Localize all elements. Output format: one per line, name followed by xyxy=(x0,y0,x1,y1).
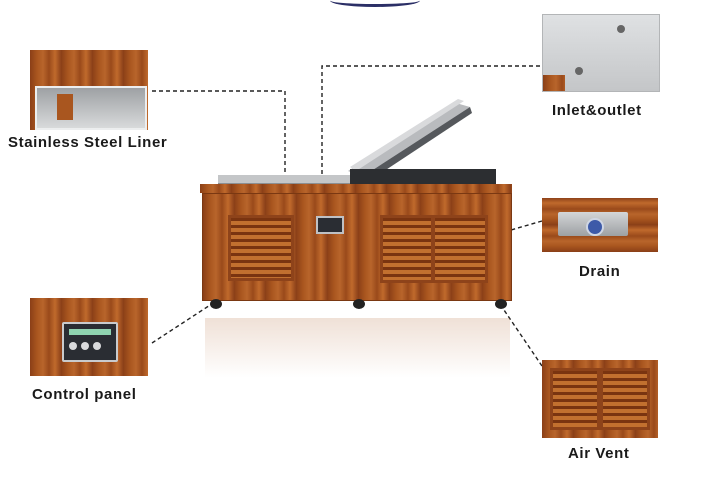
cold-plunge-tub xyxy=(200,95,515,315)
liner-wood-insert xyxy=(57,94,73,120)
panel-button xyxy=(69,342,77,350)
air-vent-photo xyxy=(542,360,658,438)
leader-liner xyxy=(152,90,286,183)
tub-wheel xyxy=(353,299,365,309)
inlet-outlet-photo xyxy=(542,14,660,92)
tub-vent-right-1 xyxy=(380,215,434,283)
top-decoration-arc xyxy=(330,0,420,7)
tub-lid xyxy=(218,99,496,186)
label-air-vent: Air Vent xyxy=(568,445,630,462)
leader-inlet xyxy=(321,65,540,183)
panel-display xyxy=(69,329,111,335)
tub-control-panel xyxy=(316,216,344,234)
control-panel-screen xyxy=(62,322,118,362)
leader-vent xyxy=(467,256,543,367)
tub-vent-right-2 xyxy=(432,215,488,283)
label-control-panel: Control panel xyxy=(32,386,137,403)
control-panel-photo xyxy=(30,298,148,376)
air-vent-left-grille xyxy=(550,368,600,430)
steel-liner-box xyxy=(35,86,147,130)
tub-reflection xyxy=(205,318,510,378)
panel-button xyxy=(93,342,101,350)
air-vent-right-grille xyxy=(600,368,650,430)
label-drain: Drain xyxy=(579,263,621,280)
panel-button xyxy=(81,342,89,350)
label-stainless-steel-liner: Stainless Steel Liner xyxy=(8,134,168,151)
liner-photo xyxy=(30,50,148,130)
drain-photo xyxy=(542,198,658,252)
tub-wheel xyxy=(210,299,222,309)
drain-plate xyxy=(558,212,628,236)
drain-valve-icon xyxy=(586,218,604,236)
tub-vent-left xyxy=(228,215,294,281)
inlet-port xyxy=(617,25,625,33)
outlet-port xyxy=(575,67,583,75)
inlet-wood-edge xyxy=(543,75,565,91)
tub-rim xyxy=(200,184,512,193)
tub-wheel xyxy=(495,299,507,309)
label-inlet-outlet: Inlet&outlet xyxy=(552,102,642,119)
